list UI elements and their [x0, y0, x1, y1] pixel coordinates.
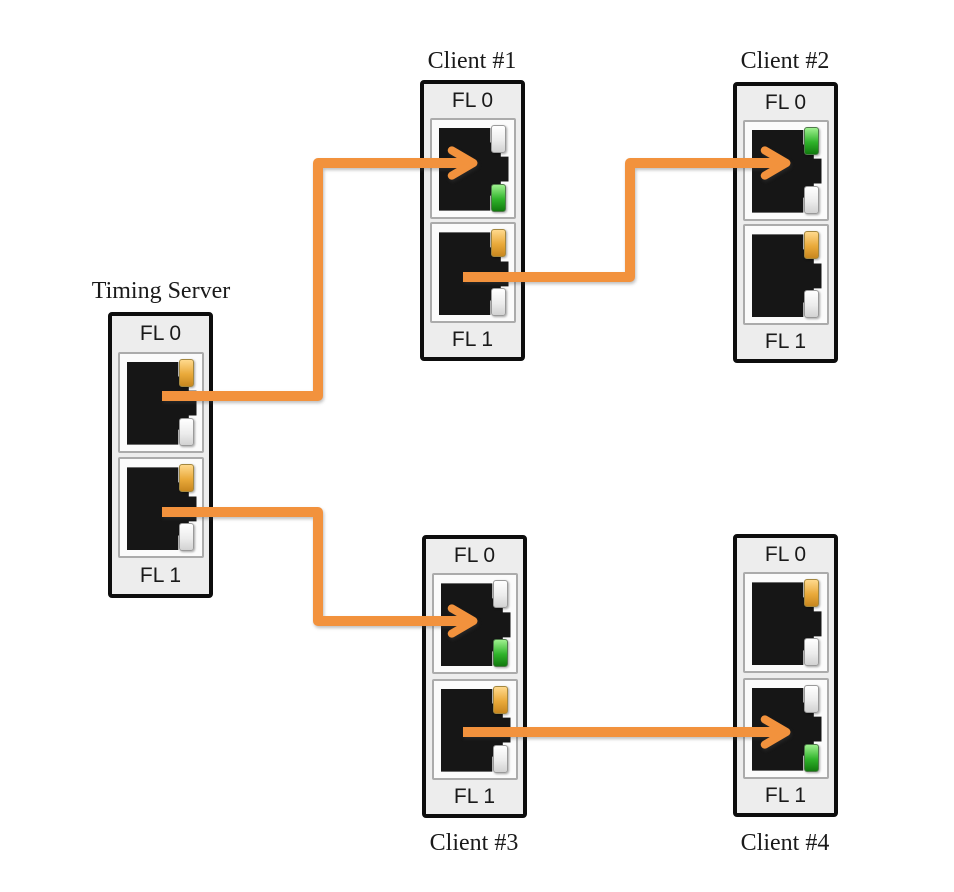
port-label-fl0: FL 0 [453, 544, 496, 568]
led-indicator-bottom [492, 744, 508, 773]
led-indicator-bottom [490, 183, 506, 212]
ethernet-port-fl1 [742, 224, 829, 326]
port-label-fl0: FL 0 [451, 88, 494, 112]
port-label-fl1: FL 1 [453, 784, 496, 808]
led-indicator-top [803, 579, 819, 608]
led-indicator-bottom [490, 288, 506, 317]
device-client-4: FL 0 FL 1 [733, 534, 838, 817]
led-indicator-bottom [803, 743, 819, 772]
device-label-timing-server: Timing Server [91, 278, 231, 304]
led-indicator-top [178, 358, 194, 387]
device-timing-server: FL 0 FL 1 [108, 312, 213, 598]
port-label-fl0: FL 0 [139, 321, 182, 345]
led-indicator-top [803, 231, 819, 260]
led-indicator-top [178, 464, 194, 493]
ethernet-port-fl1 [117, 457, 204, 559]
led-indicator-bottom [803, 638, 819, 667]
ethernet-port-fl0 [742, 572, 829, 674]
led-indicator-top [803, 126, 819, 155]
led-indicator-bottom [178, 523, 194, 552]
port-label-fl0: FL 0 [764, 543, 807, 567]
device-label-client-3: Client #3 [429, 830, 519, 856]
ethernet-port-fl0 [117, 351, 204, 453]
device-client-1: FL 0 FL 1 [420, 80, 525, 361]
device-client-2: FL 0 FL 1 [733, 82, 838, 363]
led-indicator-top [492, 685, 508, 714]
led-indicator-top [490, 229, 506, 258]
led-indicator-top [492, 580, 508, 609]
led-indicator-bottom [492, 639, 508, 668]
port-label-fl0: FL 0 [764, 90, 807, 114]
port-label-fl1: FL 1 [139, 564, 182, 588]
led-indicator-top [490, 124, 506, 153]
port-label-fl1: FL 1 [451, 328, 494, 352]
device-client-3: FL 0 FL 1 [422, 535, 527, 818]
ethernet-port-fl0 [742, 119, 829, 221]
led-indicator-bottom [803, 185, 819, 214]
device-label-client-1: Client #1 [427, 48, 517, 74]
led-indicator-bottom [803, 290, 819, 319]
port-label-fl1: FL 1 [764, 783, 807, 807]
ethernet-port-fl0 [431, 573, 518, 675]
ethernet-port-fl1 [429, 222, 516, 324]
port-label-fl1: FL 1 [764, 330, 807, 354]
ethernet-port-fl1 [431, 678, 518, 780]
led-indicator-bottom [178, 417, 194, 446]
led-indicator-top [803, 684, 819, 713]
device-label-client-4: Client #4 [740, 830, 830, 856]
device-label-client-2: Client #2 [740, 48, 830, 74]
ethernet-port-fl0 [429, 117, 516, 219]
ethernet-port-fl1 [742, 677, 829, 779]
